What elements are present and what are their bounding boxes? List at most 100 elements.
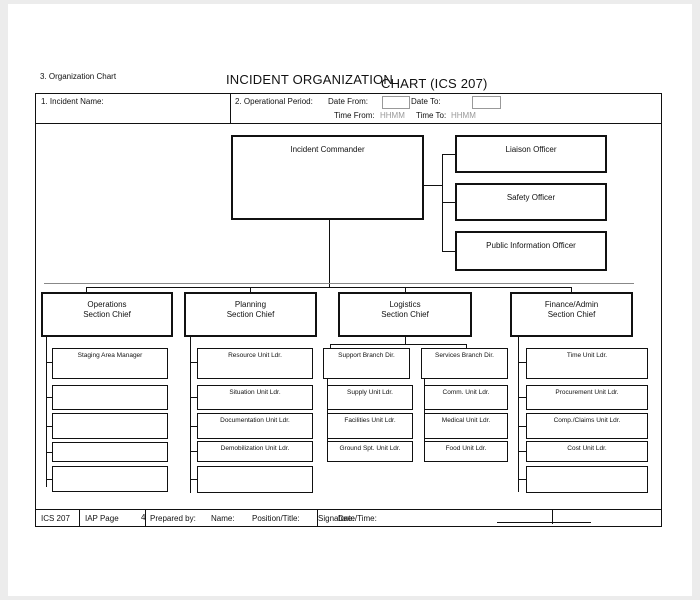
footer-page-number: 4: [141, 513, 146, 522]
incident-commander-label: Incident Commander: [290, 145, 365, 154]
public-information-officer-label: Public Information Officer: [486, 241, 576, 250]
footer-divider: [552, 510, 553, 524]
operational-period-label: 2. Operational Period:: [235, 97, 313, 106]
date-from-input[interactable]: [382, 96, 410, 109]
finance-unit-box[interactable]: Procurement Unit Ldr.: [526, 385, 648, 410]
incident-name-label: 1. Incident Name:: [41, 97, 104, 106]
finance-unit-box[interactable]: Cost Unit Ldr.: [526, 441, 648, 462]
connector: [250, 287, 251, 293]
date-from-label: Date From:: [328, 97, 369, 106]
connector: [330, 344, 331, 348]
connector: [330, 344, 466, 345]
footer-name-label[interactable]: Name:: [211, 514, 235, 523]
header-bottom-line: [35, 123, 662, 124]
operations-unit-box[interactable]: [52, 466, 168, 492]
finance-unit-box[interactable]: Time Unit Ldr.: [526, 348, 648, 379]
connector: [518, 362, 526, 363]
footer-divider: [145, 509, 146, 526]
finance-unit-box[interactable]: Comp./Claims Unit Ldr.: [526, 413, 648, 439]
connector: [518, 397, 526, 398]
footer-top-line: [35, 509, 662, 510]
safety-officer-label: Safety Officer: [506, 193, 556, 202]
operations-unit-box[interactable]: [52, 413, 168, 439]
operations-unit-box[interactable]: [52, 385, 168, 410]
finance-unit-box[interactable]: [526, 466, 648, 493]
supply-unit-box[interactable]: Supply Unit Ldr.: [327, 385, 413, 410]
support-branch-box[interactable]: Support Branch Dir.: [323, 348, 410, 379]
form-right-border: [661, 93, 662, 526]
connector: [424, 185, 443, 186]
liaison-officer-label: Liaison Officer: [505, 145, 557, 154]
connector: [190, 426, 197, 427]
operations-unit-box[interactable]: Staging Area Manager: [52, 348, 168, 379]
footer-position-title-label[interactable]: Position/Title:: [252, 514, 300, 523]
time-from-label: Time From:: [334, 111, 375, 120]
footer-divider: [79, 509, 80, 526]
connector: [46, 452, 52, 453]
facilities-unit-box[interactable]: Facilities Unit Ldr.: [327, 413, 413, 439]
connector: [518, 337, 519, 492]
planning-unit-box[interactable]: [197, 466, 313, 493]
form-title: INCIDENT ORGANIZATION: [226, 72, 393, 87]
medical-unit-box[interactable]: Medical Unit Ldr.: [424, 413, 508, 439]
footer-divider: [317, 509, 318, 526]
planning-unit-box[interactable]: Resource Unit Ldr.: [197, 348, 313, 379]
divider-line: [44, 283, 634, 284]
date-to-input[interactable]: [472, 96, 501, 109]
connector: [518, 479, 526, 480]
date-time-underline: [497, 522, 591, 523]
time-to-input[interactable]: HHMM: [451, 111, 476, 120]
connector: [466, 344, 467, 348]
connector: [442, 202, 455, 203]
date-to-label: Date To:: [411, 97, 441, 106]
connector: [442, 154, 455, 155]
header-top-line-left: [35, 93, 145, 94]
planning-unit-box[interactable]: Demobilization Unit Ldr.: [197, 441, 313, 462]
operations-unit-box[interactable]: [52, 442, 168, 462]
form-title-chart: CHART (ICS 207): [381, 76, 488, 91]
header-divider: [230, 93, 231, 123]
footer-bottom-line: [35, 526, 662, 527]
ground-support-unit-box[interactable]: Ground Spt. Unit Ldr.: [327, 441, 413, 462]
footer-date-time-label[interactable]: Date/Time:: [338, 514, 377, 523]
connector: [190, 479, 197, 480]
connector: [405, 337, 406, 344]
connector: [86, 287, 87, 293]
connector: [46, 362, 52, 363]
connector: [571, 287, 572, 293]
connector: [405, 287, 406, 293]
food-unit-box[interactable]: Food Unit Ldr.: [424, 441, 508, 462]
time-from-input[interactable]: HHMM: [380, 111, 405, 120]
public-information-officer-box[interactable]: Public Information Officer: [455, 231, 607, 271]
footer-signature-label[interactable]: Signature:: [318, 514, 355, 523]
connector: [190, 397, 197, 398]
connector: [46, 337, 47, 487]
planning-unit-box[interactable]: Documentation Unit Ldr.: [197, 413, 313, 439]
planning-unit-box[interactable]: Situation Unit Ldr.: [197, 385, 313, 410]
connector: [46, 397, 52, 398]
liaison-officer-box[interactable]: Liaison Officer: [455, 135, 607, 173]
incident-commander-box[interactable]: Incident Commander: [231, 135, 424, 220]
connector: [190, 451, 197, 452]
footer-iap-page: IAP Page: [85, 514, 119, 523]
services-branch-box[interactable]: Services Branch Dir.: [421, 348, 508, 379]
comm-unit-box[interactable]: Comm. Unit Ldr.: [424, 385, 508, 410]
time-to-label: Time To:: [416, 111, 447, 120]
connector: [518, 426, 526, 427]
safety-officer-box[interactable]: Safety Officer: [455, 183, 607, 221]
section-label: 3. Organization Chart: [40, 72, 117, 81]
connector: [518, 451, 526, 452]
header-top-line: [145, 93, 662, 94]
connector: [329, 220, 330, 287]
connector: [442, 251, 455, 252]
form-left-border: [35, 93, 36, 526]
